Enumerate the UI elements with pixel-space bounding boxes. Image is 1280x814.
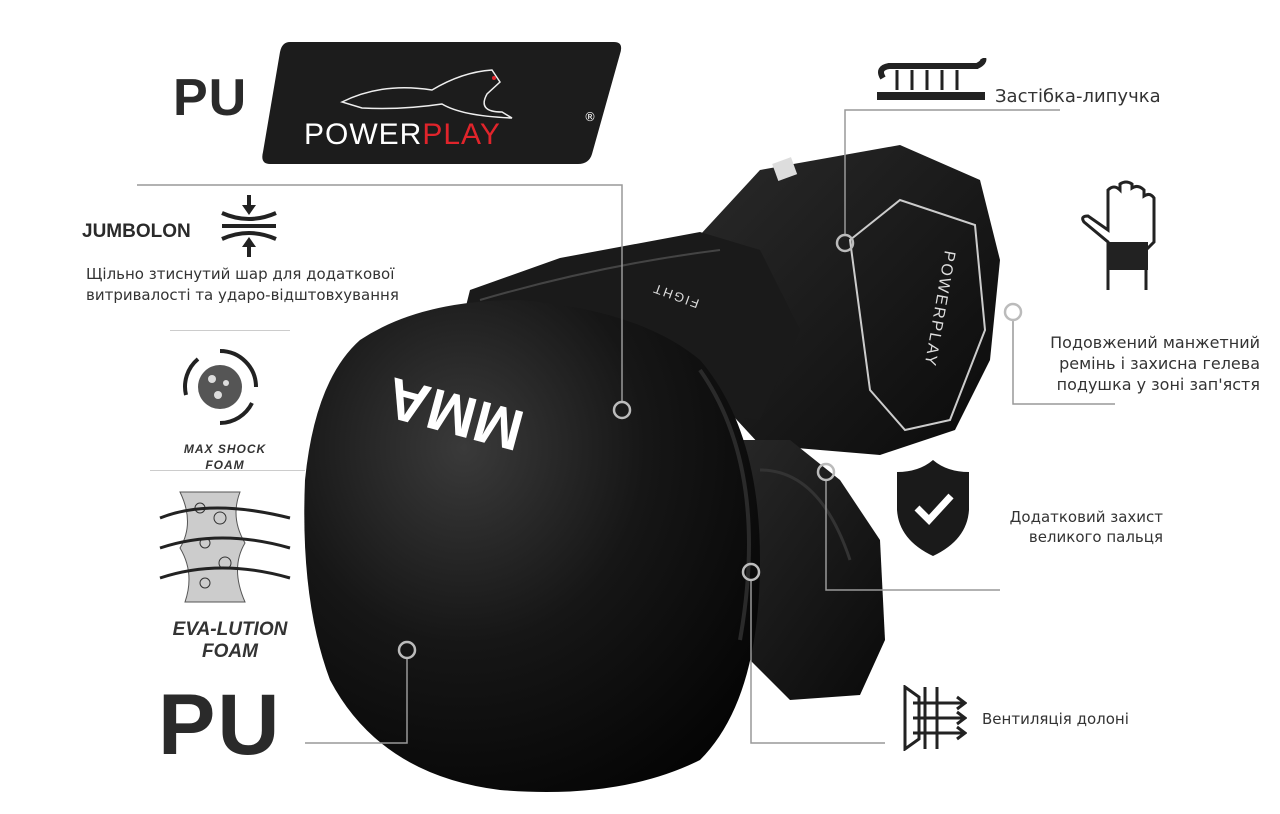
label-line: FOAM <box>202 641 258 662</box>
material-label-top: PU <box>173 69 248 127</box>
description-line: витривалості та ударо-відштовхування <box>86 286 399 304</box>
eva-foam-icon <box>159 491 291 603</box>
velcro-icon <box>877 58 987 100</box>
label-line: Подовжений манжетний <box>1050 333 1260 352</box>
velcro-label: Застібка-липучка <box>995 86 1161 107</box>
ventilation-icon <box>903 685 967 751</box>
jumbolon-title: JUMBOLON <box>82 221 191 242</box>
label-line: MAX SHOCK <box>183 442 267 456</box>
label-line: ремінь і захисна гелева <box>1059 354 1260 373</box>
hand-wrap-icon <box>1081 180 1156 290</box>
label-line: FOAM <box>205 458 245 472</box>
max-shock-label: MAX SHOCK FOAM <box>170 441 280 473</box>
divider <box>170 330 290 331</box>
registered-mark: ® <box>584 110 596 124</box>
divider <box>150 470 305 471</box>
logo-text-play: PLAY <box>422 118 501 151</box>
wrist-label: Подовжений манжетний ремінь і захисна ге… <box>1000 332 1260 395</box>
label-line: великого пальця <box>1028 528 1163 546</box>
panther-icon <box>339 69 513 119</box>
compress-arrows-icon <box>221 195 277 257</box>
shock-foam-icon <box>183 349 258 425</box>
label-line: EVA-LUTION <box>172 619 288 640</box>
shield-check-icon <box>897 460 969 556</box>
eva-foam-label: EVA-LUTION FOAM <box>140 619 320 663</box>
material-label-bottom: PU <box>158 677 282 773</box>
logo-text-power: POWER <box>304 118 423 151</box>
description-line: Щільно зтиснутий шар для додаткової <box>86 265 395 283</box>
callout-dots <box>397 233 1023 660</box>
jumbolon-description: Щільно зтиснутий шар для додаткової витр… <box>86 264 399 306</box>
ventilation-label: Вентиляція долоні <box>982 710 1129 728</box>
thumb-label: Додатковий захист великого пальця <box>960 507 1163 547</box>
powerplay-logo: POWERPLAY ® <box>262 42 622 164</box>
label-line: Додатковий захист <box>1009 508 1163 526</box>
label-line: подушка у зоні зап'ястя <box>1056 375 1260 394</box>
